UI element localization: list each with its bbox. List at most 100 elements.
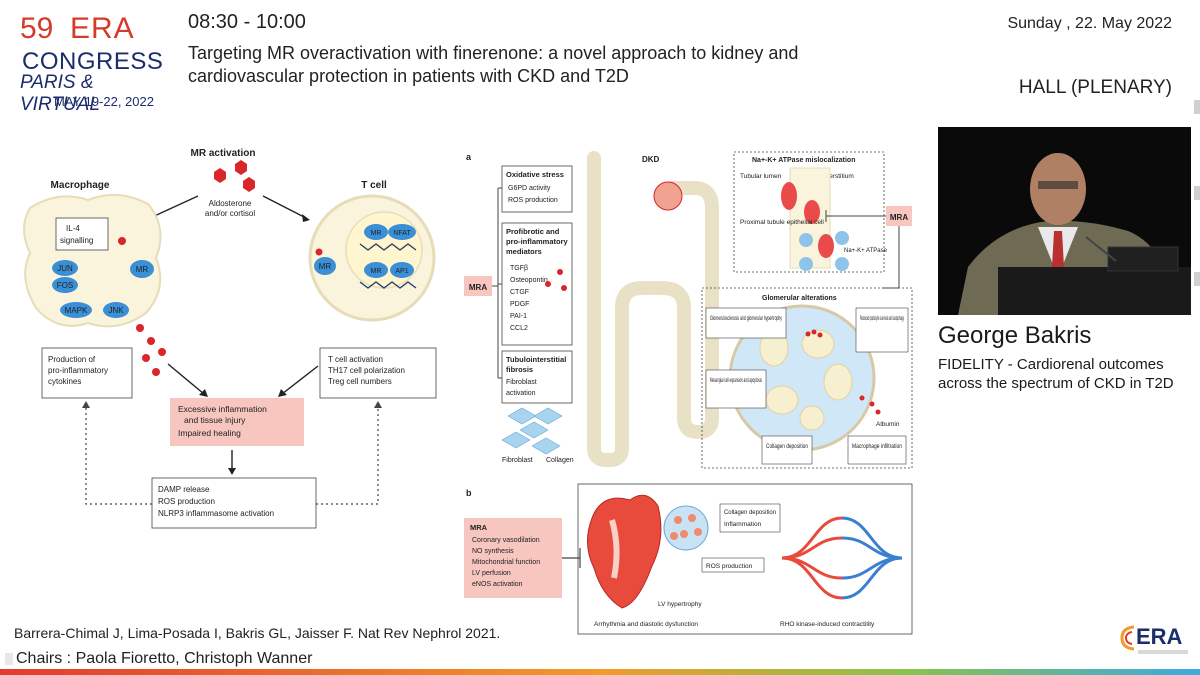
label-macro-output-3: cytokines xyxy=(48,377,81,386)
cytokine-dots xyxy=(136,324,166,376)
label-podocyte: Reduced podocyte survival and autophagy xyxy=(860,315,904,322)
label-ros-production: ROS production xyxy=(508,197,558,204)
cardiomyocyte-cells xyxy=(670,514,702,540)
logo-congress: CONGRESS xyxy=(22,48,164,75)
dkd-cardiac-diagram: a Oxidative stress G6PD activity ROS pro… xyxy=(464,151,913,635)
arrow-tcell-center xyxy=(281,365,319,395)
label-tcell: T cell xyxy=(361,180,387,191)
mr-activation-diagram: MR activation Aldosterone and/or cortiso… xyxy=(23,148,437,529)
ligand-dot xyxy=(315,248,323,256)
label-jnk: JNK xyxy=(108,306,124,315)
cardiomyocyte-cluster xyxy=(663,505,709,551)
lectern xyxy=(998,267,1191,315)
label-ros: ROS production xyxy=(158,497,215,506)
label-tcell-output-3: Treg cell numbers xyxy=(328,377,392,386)
mra-cardiac-box xyxy=(464,518,562,598)
label-fibroblast-activation-2: activation xyxy=(506,390,536,397)
mra-inhibition-b xyxy=(562,548,581,568)
congress-logo: 59 ERA CONGRESS PARIS & VIRTUAL MAY 19-2… xyxy=(14,8,164,115)
dna-strand xyxy=(359,281,417,289)
collagen-inflam-box xyxy=(719,503,781,533)
fibrosis-box xyxy=(501,350,573,404)
podocyte-box xyxy=(855,307,909,353)
fos-node xyxy=(52,277,78,293)
mr-node-nfat xyxy=(364,224,388,240)
arrowhead xyxy=(199,389,208,397)
label-mra-atpase: MRA xyxy=(890,213,908,222)
label-aldosterone: Aldosterone xyxy=(209,199,252,208)
label-fibroblast-activation-1: Fibroblast xyxy=(506,379,537,386)
label-atpase-title: Na+-K+ ATPase mislocalization xyxy=(752,157,855,164)
label-rho-kinase: RHO kinase-induced contractility xyxy=(780,621,875,628)
session-hall: HALL (PLENARY) xyxy=(1018,77,1172,98)
chairs: Chairs : Paola Fioretto, Christoph Wanne… xyxy=(16,650,313,667)
citation: Barrera-Chimal J, Lima-Posada I, Bakris … xyxy=(14,625,501,641)
label-fibroblast: Fibroblast xyxy=(502,457,533,464)
collagen-dep-box xyxy=(761,435,813,465)
logo-dates: MAY 19-22, 2022 xyxy=(54,94,154,109)
label-ros-production-b: ROS production xyxy=(706,563,753,570)
aldosterone-molecules xyxy=(214,160,255,192)
edge-marker xyxy=(1194,272,1200,286)
speaker-video-frame xyxy=(938,127,1191,315)
label-proinflammatory: pro-inflammatory xyxy=(506,237,569,246)
mesangial-box xyxy=(705,369,767,409)
session-time: 08:30 - 10:00 xyxy=(188,11,306,33)
label-enos: eNOS activation xyxy=(472,581,523,588)
era-logo-text: ERA xyxy=(1136,624,1183,649)
label-dkd: DKD xyxy=(642,155,660,164)
macrophage-output-box xyxy=(41,347,133,399)
scroll-edge-markers xyxy=(1194,100,1200,350)
label-jun: JUN xyxy=(57,264,73,273)
label-pai1: PAI-1 xyxy=(510,313,527,320)
session-date: Sunday , 22. May 2022 xyxy=(1007,15,1172,32)
ion-na xyxy=(835,231,849,245)
label-nlrp3: NLRP3 inflammasome activation xyxy=(158,509,274,518)
label-collagen: Collagen xyxy=(546,457,574,464)
arrowhead xyxy=(82,401,90,408)
label-fos: FOS xyxy=(57,281,73,290)
label-arrhythmia: Arrhythmia and diastolic dysfunction xyxy=(594,621,698,628)
label-ctgf: CTGF xyxy=(510,289,529,296)
era-logo-tagline xyxy=(1138,650,1188,654)
atpase-node xyxy=(818,234,834,258)
nephron-tubule xyxy=(587,151,719,467)
label-mra-a: MRA xyxy=(469,283,487,292)
label-ap1: AP1 xyxy=(395,268,408,275)
glomerular-dots xyxy=(805,329,881,415)
il4-box xyxy=(55,217,109,251)
label-macro-output-2: pro-inflammatory xyxy=(48,366,108,375)
arrow-macro-center xyxy=(167,363,205,395)
macro-infil-box xyxy=(847,435,907,465)
label-glomerular-title: Glomerular alterations xyxy=(762,295,837,302)
logo-edition: 59 xyxy=(20,12,54,45)
session-title: Targeting MR overactivation with fineren… xyxy=(188,43,799,86)
label-center-3: Impaired healing xyxy=(178,428,241,438)
label-pdgf: PDGF xyxy=(510,301,529,308)
arrowhead xyxy=(374,401,382,408)
label-macrophage-infiltration: Macrophage infiltration xyxy=(852,443,902,450)
label-macrophage: Macrophage xyxy=(51,180,110,191)
label-tubulointerstitial: Tubulointerstitial xyxy=(506,355,566,364)
inflammation-box xyxy=(170,398,304,446)
atpase-basolateral xyxy=(804,200,820,224)
speaker-tie xyxy=(1052,231,1064,277)
logo-era: ERA xyxy=(70,12,135,45)
label-mesangial: Mesangial cell expansion and apoptosis xyxy=(710,377,762,384)
label-atpase: Na+-K+ ATPase xyxy=(844,248,888,254)
label-mr-macrophage: MR xyxy=(136,265,149,274)
label-glomerulosclerosis: Glomerulosclerosis and glomerular hypert… xyxy=(710,315,782,322)
arrowhead xyxy=(302,214,310,222)
label-mediators: mediators xyxy=(506,247,542,256)
mra-tag-a xyxy=(464,276,492,296)
label-panel-a: a xyxy=(466,152,472,162)
label-tubular-lumen: Tubular lumen xyxy=(740,173,782,180)
mapk-node xyxy=(60,302,92,318)
label-tcell-output-1: T cell activation xyxy=(328,355,383,364)
glomerulo-box xyxy=(705,307,787,339)
label-mitochondrial: Mitochondrial function xyxy=(472,559,540,566)
speaker-video[interactable] xyxy=(938,127,1191,315)
jun-node xyxy=(52,260,78,276)
nfat-node xyxy=(388,224,416,240)
microphone xyxy=(1085,236,1117,262)
